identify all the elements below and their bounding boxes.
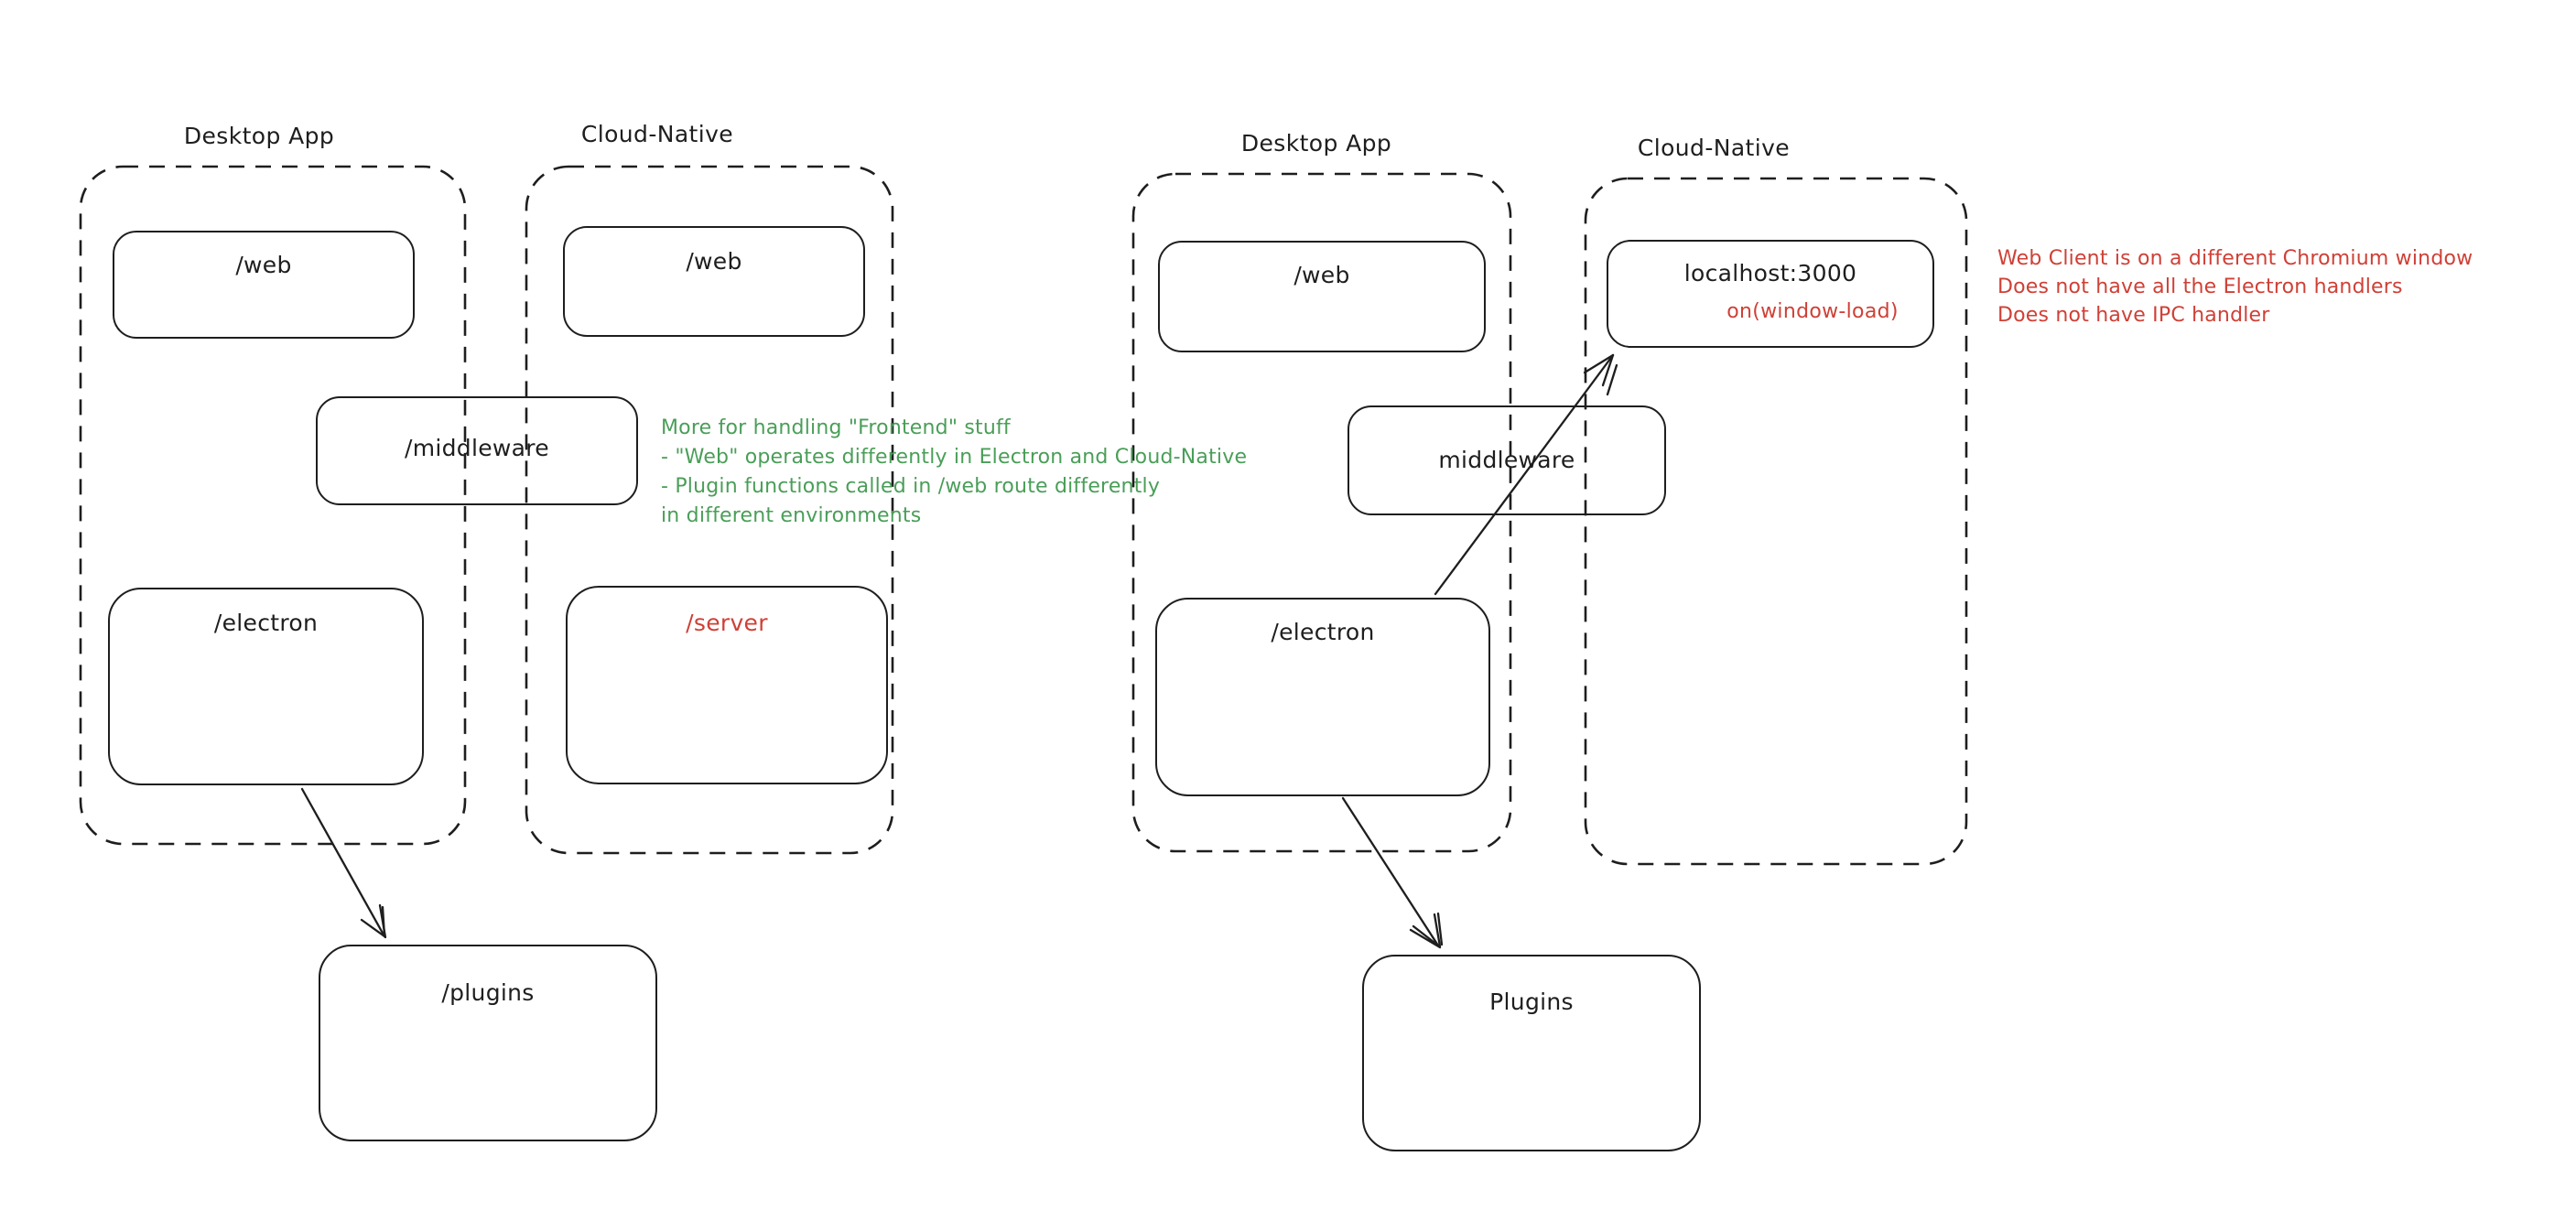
- green-note-line-4: in different environments: [661, 504, 922, 527]
- right-localhost-box: localhost:3000 on(window-load): [1607, 240, 1934, 348]
- green-note-line-1: More for handling "Frontend" stuff: [661, 416, 1011, 439]
- red-note-line-3: Does not have IPC handler: [1997, 304, 2270, 327]
- left-middleware-box: /middleware: [316, 396, 638, 505]
- left-electron-box: /electron: [108, 588, 424, 785]
- red-note-line-1: Web Client is on a different Chromium wi…: [1997, 247, 2473, 270]
- red-note-line-2: Does not have all the Electron handlers: [1997, 276, 2403, 298]
- left-web-cloud-box: /web: [563, 226, 865, 337]
- right-middleware-box: middleware: [1348, 405, 1666, 515]
- right-electron-box: /electron: [1155, 598, 1490, 796]
- left-web-desktop-box: /web: [113, 231, 415, 339]
- left-plugins-box: /plugins: [319, 945, 657, 1141]
- right-localhost-title: localhost:3000: [1683, 260, 1857, 286]
- right-localhost-subtitle: on(window-load): [1726, 300, 1899, 323]
- right-desktop-app-label: Desktop App: [1240, 130, 1392, 157]
- arrow-left-electron-to-plugins-icon: [300, 787, 387, 939]
- left-desktop-app-label: Desktop App: [183, 123, 335, 149]
- left-cloud-native-label: Cloud-Native: [580, 121, 734, 147]
- red-note: Web Client is on a different Chromium wi…: [1997, 244, 2473, 330]
- left-server-box: /server: [566, 586, 888, 784]
- right-web-box: /web: [1158, 241, 1486, 352]
- green-note: More for handling "Frontend" stuff - "We…: [661, 414, 1247, 531]
- arrow-right-electron-to-plugins-icon: [1341, 796, 1444, 949]
- right-plugins-box: Plugins: [1362, 955, 1701, 1151]
- green-note-line-2: - "Web" operates differently in Electron…: [661, 446, 1248, 469]
- green-note-line-3: - Plugin functions called in /web route …: [661, 475, 1161, 498]
- right-cloud-native-label: Cloud-Native: [1637, 135, 1791, 161]
